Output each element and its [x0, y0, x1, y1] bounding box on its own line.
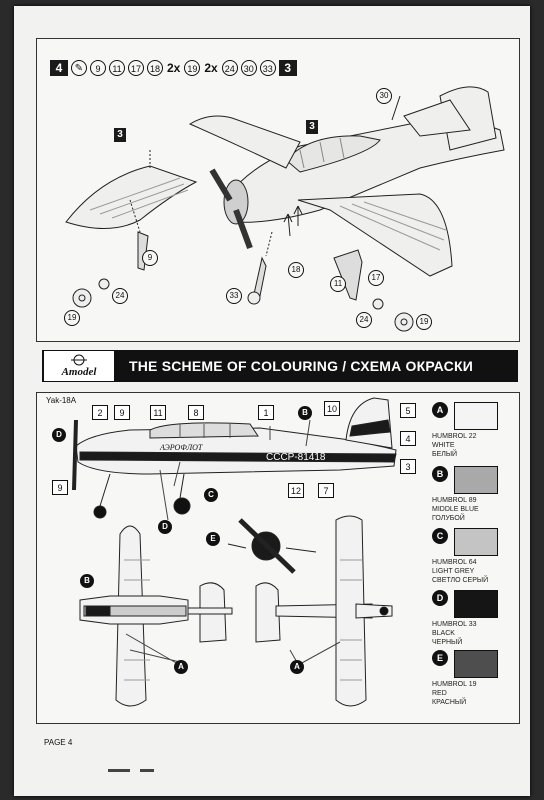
part-number: 33: [259, 60, 276, 76]
footer-mark: [108, 769, 130, 772]
decal-number: 12: [288, 483, 304, 498]
decal-number: 5: [400, 403, 416, 418]
step-header: 4 ✎ 9 11 17 18 2x 19 2x 24 30 33 3: [50, 60, 297, 76]
paint-swatch: [454, 528, 498, 556]
callout-part: 11: [330, 276, 346, 292]
propeller-drawing: [209, 168, 253, 250]
paint-legend-item: D HUMBROL 33 BLACK ЧЕРНЫЙ: [432, 590, 518, 647]
left-gear-drawing: [137, 231, 149, 271]
logo-emblem-icon: [71, 354, 87, 366]
glue-icon: ✎: [71, 60, 87, 76]
callout-part: 30: [376, 88, 392, 104]
part-number: 9: [90, 60, 106, 76]
paint-code: HUMBROL 19: [432, 681, 477, 688]
paint-name-en: LIGHT GREY: [432, 568, 475, 575]
paint-code: HUMBROL 64: [432, 559, 477, 566]
logo-text: Amodel: [61, 366, 97, 378]
paint-letter: C: [432, 528, 448, 544]
paint-legend-item: E HUMBROL 19 RED КРАСНЫЙ: [432, 650, 518, 707]
paint-legend-item: B HUMBROL 89 MIDDLE BLUE ГОЛУБОЙ: [432, 466, 518, 523]
paint-name-ru: БЕЛЫЙ: [432, 451, 458, 458]
callout-part: 24: [112, 288, 128, 304]
paint-swatch: [454, 650, 498, 678]
part-number: 17: [128, 60, 144, 76]
decal-number: 2: [92, 405, 108, 420]
paint-swatch: [454, 590, 498, 618]
paint-name-ru: ГОЛУБОЙ: [432, 515, 465, 522]
callout-part: 9: [142, 250, 158, 266]
colour-tag: D: [52, 428, 66, 442]
colour-tag: C: [204, 488, 218, 502]
decal-number: 4: [400, 431, 416, 446]
paint-name-ru: СВЕТЛО СЕРЫЙ: [432, 577, 489, 584]
callout-part: 19: [416, 314, 432, 330]
step-number: 4: [50, 60, 68, 76]
paint-legend-item: C HUMBROL 64 LIGHT GREY СВЕТЛО СЕРЫЙ: [432, 528, 518, 585]
colour-tag: D: [158, 520, 172, 534]
tail-drawing: [439, 86, 497, 151]
paint-name-en: BLACK: [432, 630, 455, 637]
registration-text: СССР-81418: [266, 452, 326, 463]
paint-code: HUMBROL 22: [432, 433, 477, 440]
paint-swatch: [454, 402, 498, 430]
colour-tag: A: [174, 660, 188, 674]
bottom-view-wing: [335, 515, 367, 707]
paint-swatch: [454, 466, 498, 494]
decal-number: 9: [52, 480, 68, 495]
part-number: 30: [240, 60, 257, 76]
paint-code: HUMBROL 33: [432, 621, 477, 628]
banner-title: THE SCHEME OF COLOURING / СХЕМА ОКРАСКИ: [129, 358, 473, 374]
callout-part: 24: [356, 312, 372, 328]
side-view-fuselage: [75, 427, 397, 475]
colour-tag: A: [290, 660, 304, 674]
colour-tag: B: [80, 574, 94, 588]
paint-code: HUMBROL 89: [432, 497, 477, 504]
part-number: 18: [147, 60, 163, 76]
colour-tag: B: [298, 406, 312, 420]
decal-number: 7: [318, 483, 334, 498]
reference-step: 3: [278, 60, 297, 76]
decal-number: 3: [400, 459, 416, 474]
decal-number: 11: [150, 405, 166, 420]
side-view-propeller: [72, 419, 78, 491]
paint-name-ru: КРАСНЫЙ: [432, 699, 467, 706]
paint-letter: D: [432, 590, 448, 606]
paint-name-ru: ЧЕРНЫЙ: [432, 639, 463, 646]
part-number: 11: [109, 60, 125, 76]
model-label: Yak-18A: [46, 396, 77, 405]
paint-name-en: MIDDLE BLUE: [432, 506, 479, 513]
paint-letter: B: [432, 466, 448, 482]
paint-name-en: RED: [432, 690, 447, 697]
reference-step: 3: [306, 120, 318, 134]
callout-part: 18: [288, 262, 304, 278]
decal-number: 9: [114, 405, 130, 420]
amodel-logo: Amodel: [43, 350, 115, 382]
multiplier: 2x: [167, 61, 181, 75]
footer-mark: [140, 769, 154, 772]
paint-name-en: WHITE: [432, 442, 455, 449]
callout-part: 17: [368, 270, 384, 286]
part-number: 19: [184, 60, 201, 76]
colour-tag: E: [206, 532, 220, 546]
reference-step: 3: [114, 128, 126, 142]
part-number: 24: [221, 60, 238, 76]
left-wing-drawing: [65, 165, 198, 230]
main-wing-drawing: [188, 115, 301, 169]
decal-number: 1: [258, 405, 274, 420]
colour-scheme-banner: Amodel THE SCHEME OF COLOURING / СХЕМА О…: [42, 350, 518, 382]
right-gear-drawing: [333, 249, 363, 301]
paint-legend-item: A HUMBROL 22 WHITE БЕЛЫЙ: [432, 402, 518, 459]
decal-number: 10: [324, 401, 340, 416]
aeroflot-script: АЭРОФЛОТ: [159, 443, 203, 452]
paint-letter: A: [432, 402, 448, 418]
callout-part: 33: [226, 288, 242, 304]
decal-number: 8: [188, 405, 204, 420]
multiplier: 2x: [204, 61, 218, 75]
callout-part: 19: [64, 310, 80, 326]
paint-letter: E: [432, 650, 448, 666]
page-number: PAGE 4: [44, 738, 73, 747]
